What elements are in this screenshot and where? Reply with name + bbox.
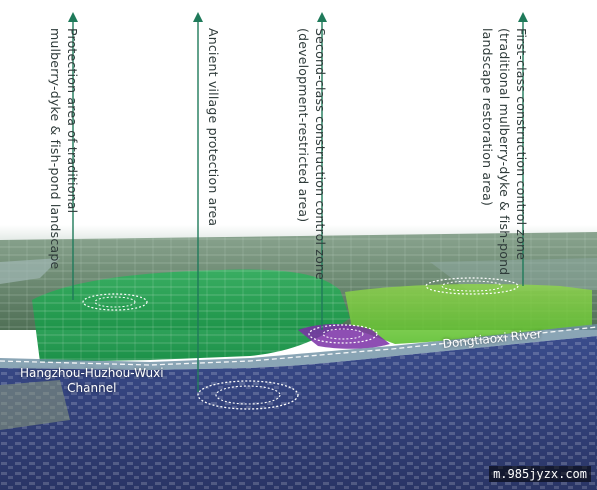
village-fields — [0, 380, 70, 430]
leader-arrow-village — [193, 12, 203, 392]
label-first-class-zone: First-class construction control zone (t… — [480, 28, 529, 276]
distant-ponds — [430, 258, 597, 292]
arrow-head-icon — [317, 12, 327, 22]
landscape-zone-texture — [32, 269, 350, 362]
target-ring-second-class — [308, 324, 378, 344]
target-ring-landscape — [82, 293, 148, 311]
canal-label: Hangzhou-Huzhou-Wuxi Channel — [20, 366, 164, 395]
arrow-head-icon — [68, 12, 78, 22]
target-ring-village — [197, 380, 299, 410]
arrow-head-icon — [518, 12, 528, 22]
arrow-head-icon — [193, 12, 203, 22]
leader-arrow-second-class — [317, 12, 327, 330]
label-traditional-landscape-zone: Protection area of traditional mulberry-… — [48, 28, 80, 270]
first-class-control-zone — [345, 284, 592, 344]
leader-arrow-first-class — [518, 12, 528, 286]
leader-arrow-landscape — [68, 12, 78, 300]
label-ancient-village-zone: Ancient village protection area — [206, 28, 221, 227]
second-class-control-zone — [298, 324, 390, 349]
watermark: m.985jyzx.com — [489, 466, 591, 482]
village-roofs — [0, 336, 597, 490]
label-second-class-zone: Second-class construction control zone (… — [296, 28, 328, 280]
river-dashed-line — [0, 326, 597, 366]
target-ring-first-class — [425, 277, 519, 295]
river-channel — [0, 324, 597, 370]
lake — [0, 258, 60, 284]
